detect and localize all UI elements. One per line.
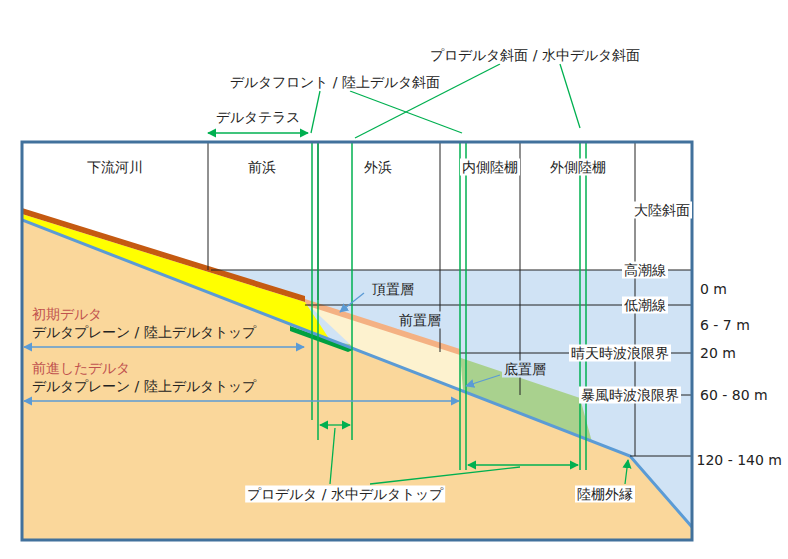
frame <box>22 142 692 540</box>
label-text: デルタフロント / 陸上デルタ斜面 <box>228 74 442 91</box>
label-text: 陸棚外縁 <box>575 486 635 503</box>
label-text: プロデルタ / 水中デルタトップ <box>245 486 445 503</box>
label-text: 底置層 <box>502 361 548 378</box>
label-text: 60 - 80 m <box>698 387 770 404</box>
initial-bottomset <box>290 326 355 352</box>
frame-ground <box>22 142 692 540</box>
label-text: 高潮線 <box>622 262 668 279</box>
label-text: 暴風時波浪限界 <box>579 387 681 404</box>
zone-lines <box>312 142 586 470</box>
sand-basement <box>22 220 692 540</box>
label-text: 20 m <box>698 345 738 362</box>
label-text: 内側陸棚 <box>460 159 520 176</box>
label-text: 前浜 <box>246 159 278 176</box>
label-text: 外側陸棚 <box>548 159 608 176</box>
leader-lines <box>208 64 628 484</box>
grid-lines <box>208 142 692 456</box>
extent-arrows <box>24 293 500 401</box>
label-text: デルタテラス <box>214 109 302 126</box>
label-text: 大陸斜面 <box>632 202 692 219</box>
label-text: 6 - 7 m <box>698 317 752 334</box>
label-text: 外浜 <box>362 159 394 176</box>
label-text: デルタプレーン / 陸上デルタトップ <box>30 378 258 395</box>
seafloor-line <box>22 220 692 527</box>
topset-layer <box>305 299 460 355</box>
label-text: 頂置層 <box>370 281 416 298</box>
label-text: 下流河川 <box>85 159 145 176</box>
label-text: 0 m <box>698 281 729 298</box>
label-text: 前進したデルタ <box>30 360 132 377</box>
label-text: 120 - 140 m <box>695 452 784 469</box>
river-top-layer <box>22 208 305 302</box>
label-text: デルタプレーン / 陸上デルタトップ <box>30 324 258 341</box>
label-text: 低潮線 <box>622 297 668 314</box>
label-text: プロデルタ斜面 / 水中デルタ斜面 <box>428 47 642 64</box>
label-text: 晴天時波浪限界 <box>569 345 671 362</box>
label-text: 初期デルタ <box>30 306 104 323</box>
label-text: 前置層 <box>397 312 443 329</box>
